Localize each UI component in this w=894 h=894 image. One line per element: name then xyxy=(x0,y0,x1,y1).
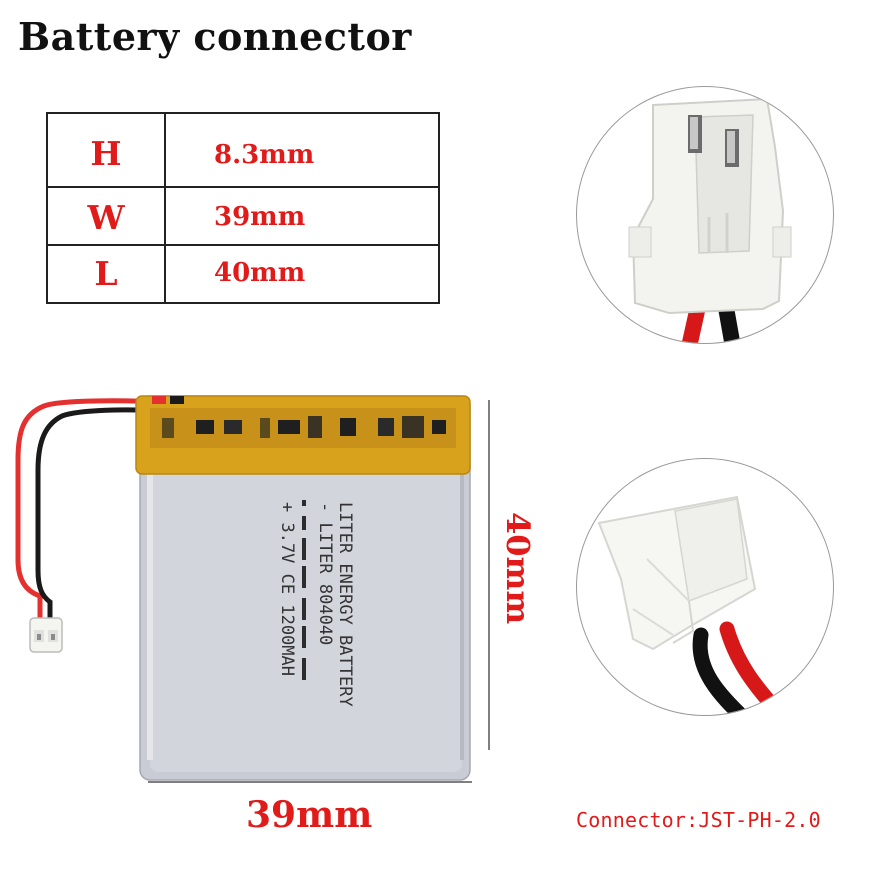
table-row-length: L 40mm xyxy=(48,244,438,302)
height-dimension-label: 40mm xyxy=(499,512,537,625)
dimension-value: 39mm xyxy=(214,202,306,232)
dimension-label: H xyxy=(90,134,122,173)
table-row-width: W 39mm xyxy=(48,186,438,244)
battery-label-line: + 3.7V CE 1200MAH xyxy=(277,502,297,676)
dimension-label: L xyxy=(94,254,118,293)
connector-closeup-side xyxy=(576,458,834,716)
table-column-divider xyxy=(164,114,166,302)
width-dimension-label: 39mm xyxy=(246,794,373,836)
battery-label-line: LITER ENERGY BATTERY xyxy=(335,502,355,707)
battery-barcode xyxy=(302,500,306,680)
connector-side-illustration xyxy=(597,495,791,715)
battery-illustration: LITER ENERGY BATTERY - LITER 804040 + 3.… xyxy=(15,395,490,783)
dimension-label: W xyxy=(87,198,125,237)
connector-top-illustration xyxy=(628,97,792,343)
red-wire xyxy=(15,398,163,621)
dimension-value: 8.3mm xyxy=(214,140,315,170)
small-connector xyxy=(29,617,63,653)
connector-closeup-top xyxy=(576,86,834,344)
battery-label: LITER ENERGY BATTERY - LITER 804040 + 3.… xyxy=(277,502,355,707)
connector-caption: Connector:JST-PH-2.0 xyxy=(576,808,821,832)
dimension-value: 40mm xyxy=(214,258,306,288)
black-wire xyxy=(35,407,165,621)
table-row-height: H 8.3mm xyxy=(48,114,438,186)
dimensions-table: H 8.3mm W 39mm L 40mm xyxy=(46,112,440,304)
battery-label-line: - LITER 804040 xyxy=(315,502,335,645)
page-title: Battery connector xyxy=(18,14,412,59)
